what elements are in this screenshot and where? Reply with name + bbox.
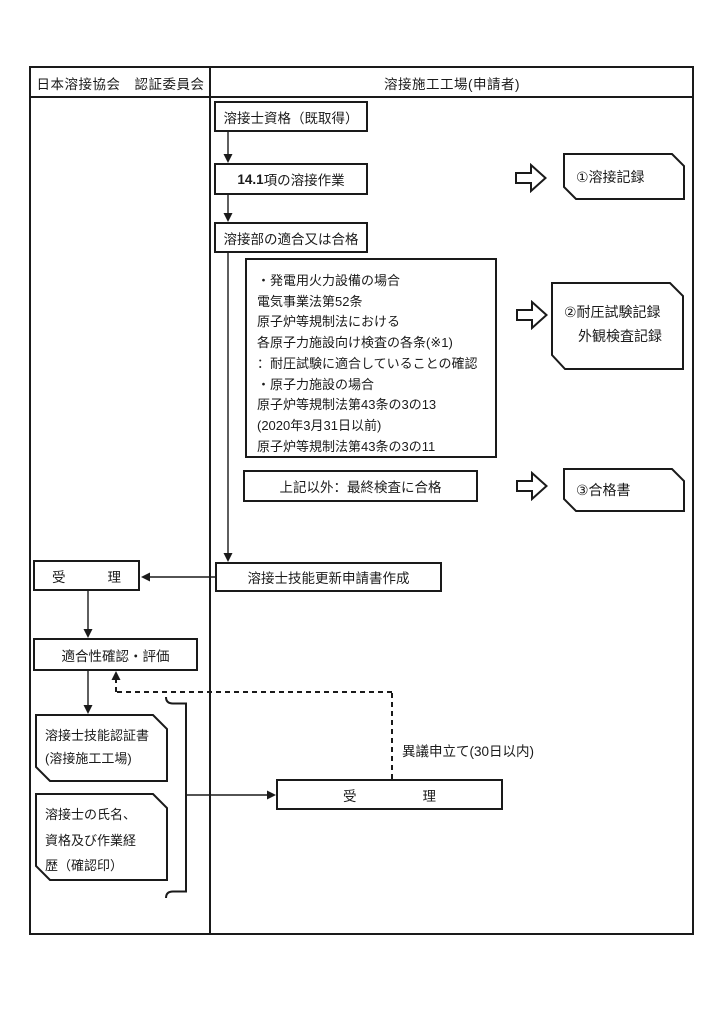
pressure-test-record-line1: ②耐圧試験記録: [564, 304, 661, 320]
welder-qualification-label: 溶接士資格（既取得）: [223, 110, 359, 126]
box-weld-conformity: 溶接部の適合又は合格: [214, 222, 368, 253]
box-renewal-application: 溶接士技能更新申請書作成: [215, 562, 442, 592]
box-acceptance-right: 受 理: [276, 779, 503, 810]
header-committee-cell: 日本溶接協会 認証委員会: [31, 68, 210, 97]
law-note-line: (2020年3月31日以前): [257, 417, 382, 433]
renewal-application-label: 溶接士技能更新申請書作成: [247, 571, 410, 586]
welding-work-clause-number: 14.1: [237, 171, 264, 187]
objection-label: 異議申立て(30日以内): [402, 744, 535, 759]
box-law-notes: ・発電用火力設備の場合 電気事業法第52条 原子炉等規制法における 各原子力施設…: [245, 258, 497, 458]
welding-record-label: ①溶接記録: [576, 168, 645, 185]
acceptance-right-char1: 受: [343, 788, 357, 804]
certification-document-line1: 溶接士技能認証書: [45, 728, 150, 743]
welder-details-line1: 溶接士の氏名、: [45, 807, 137, 822]
block-arrow-icon: [516, 300, 548, 330]
acceptance-left-char1: 受: [52, 569, 66, 585]
card-pressure-test-shape: [551, 282, 684, 370]
law-note-line: ：耐圧試験に適合していることの確認: [257, 355, 478, 371]
outer-frame: [29, 66, 694, 935]
card-pass-certificate-shape: [563, 468, 685, 512]
other-final-inspection-label: 上記以外：最終検査に合格: [279, 480, 442, 495]
visual-inspection-record-line2: 外観検査記録: [578, 328, 662, 344]
welding-work-label: 項の溶接作業: [263, 173, 345, 188]
law-note-line: ・発電用火力設備の場合: [257, 273, 401, 288]
box-conformity-evaluation: 適合性確認・評価: [33, 638, 198, 671]
header-committee-label: 日本溶接協会 認証委員会: [36, 76, 205, 92]
card-certification-document: 溶接士技能認証書 (溶接施工工場): [35, 714, 168, 782]
weld-conformity-label: 溶接部の適合又は合格: [223, 231, 359, 247]
welder-details-line3: 歴（確認印）: [45, 858, 124, 873]
card-welding-record: ①溶接記録: [563, 153, 685, 200]
box-other-final-inspection: 上記以外：最終検査に合格: [243, 470, 478, 502]
certification-document-line2: (溶接施工工場): [45, 751, 132, 766]
acceptance-left-char2: 理: [107, 569, 122, 585]
conformity-evaluation-label: 適合性確認・評価: [61, 648, 170, 664]
card-welder-details: 溶接士の氏名、 資格及び作業経 歴（確認印）: [35, 793, 168, 881]
box-acceptance-left: 受 理: [33, 560, 140, 591]
card-pass-certificate: ③合格書: [563, 468, 685, 512]
welder-details-line2: 資格及び作業経: [45, 832, 137, 848]
law-note-line: ・原子力施設の場合: [257, 376, 375, 392]
header-factory-label: 溶接施工工場(申請者): [384, 76, 520, 92]
law-note-line: 原子炉等規制法第43条の3の13: [257, 397, 437, 413]
acceptance-right-char2: 理: [422, 788, 437, 804]
law-note-line: 原子炉等規制法における: [257, 314, 401, 330]
header-factory-cell: 溶接施工工場(申請者): [212, 68, 692, 97]
block-arrow-icon: [516, 471, 548, 501]
block-arrow-icon: [515, 163, 547, 193]
law-note-line: 電気事業法第52条: [257, 293, 363, 309]
card-pressure-test-record: ②耐圧試験記録 外観検査記録: [551, 282, 684, 370]
pass-certificate-label: ③合格書: [576, 482, 631, 498]
card-welding-record-shape: [563, 153, 685, 200]
box-welder-qualification: 溶接士資格（既取得）: [214, 101, 368, 132]
law-note-line: 原子炉等規制法第43条の3の11: [257, 438, 436, 454]
law-note-line: 各原子力施設向け検査の各条(※1): [257, 335, 453, 351]
